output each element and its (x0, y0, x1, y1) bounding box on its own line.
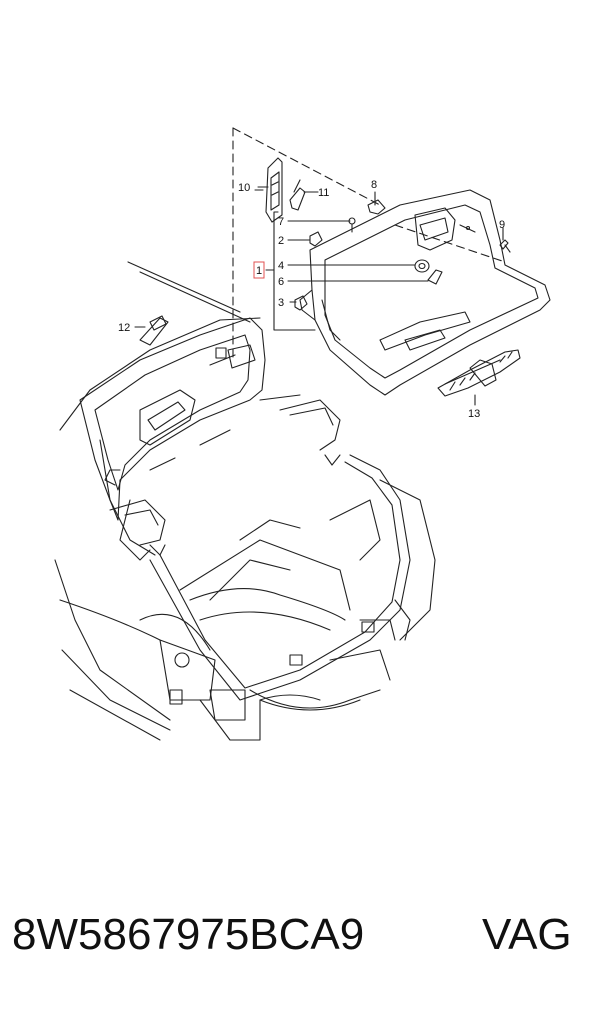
callout-10: 10 (238, 182, 250, 194)
callout-3: 3 (278, 297, 284, 309)
callout-8: 8 (371, 179, 377, 191)
callout-13: 13 (468, 408, 480, 420)
callout-9: 9 (499, 219, 505, 231)
callout-7: 7 (278, 216, 284, 228)
car-body (54, 261, 436, 741)
pull-strap-part (139, 315, 169, 346)
callout-11: 11 (318, 187, 329, 199)
assembly-outline (232, 127, 506, 361)
callout-1-box (253, 261, 265, 279)
leader-lines (134, 186, 504, 406)
callout-2: 2 (278, 235, 284, 247)
callout-4: 4 (278, 260, 284, 272)
part-number: 8W5867975BCA9 (12, 910, 365, 959)
callout-1: 1 (256, 265, 262, 277)
callout-6: 6 (278, 276, 284, 288)
trunk-lid (79, 317, 341, 561)
brand-label: VAG (482, 910, 572, 959)
small-parts (265, 157, 521, 397)
callout-12: 12 (118, 322, 130, 334)
callout-labels: 1 2 3 4 6 7 8 9 10 11 12 13 (118, 179, 505, 420)
